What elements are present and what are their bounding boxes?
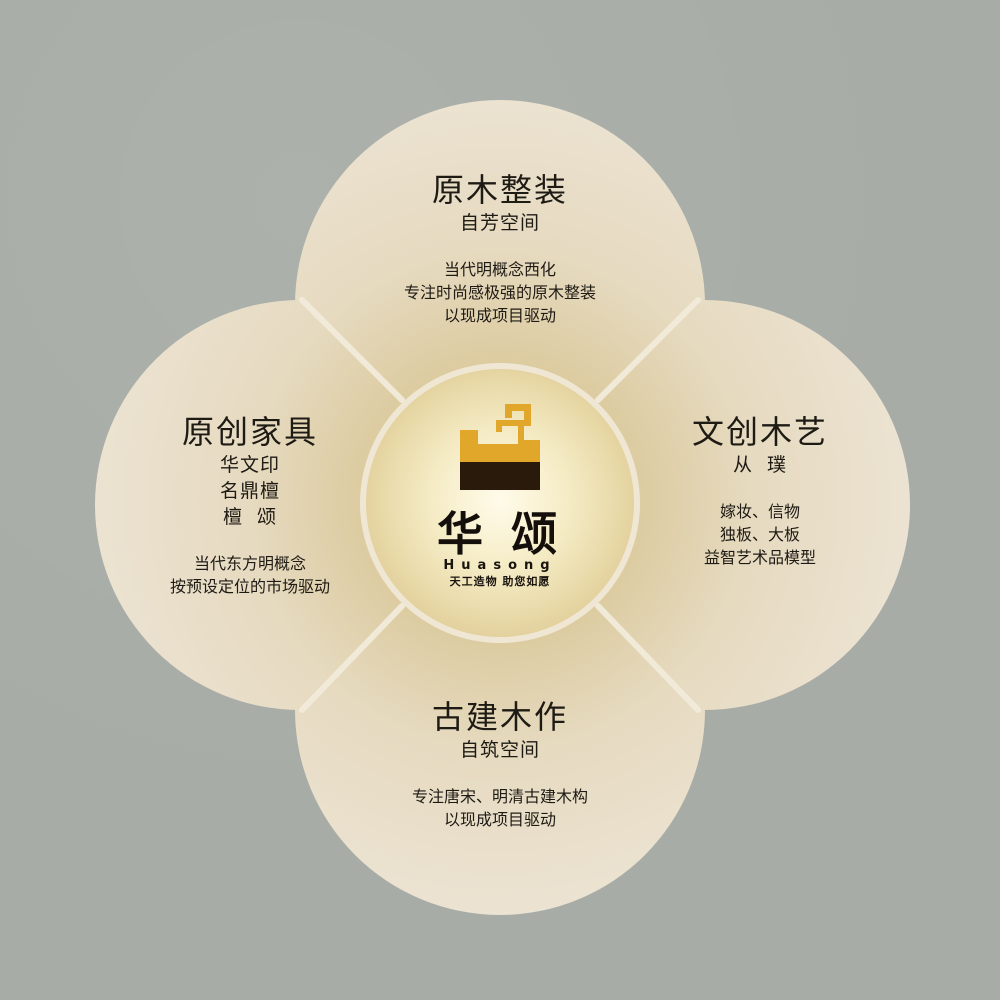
description-line: 专注唐宋、明清古建木构 bbox=[411, 787, 588, 806]
petal-dividers bbox=[299, 297, 701, 713]
petal-top-description: 当代明概念西化 专注时尚感极强的原木整装 以现成项目驱动 bbox=[300, 258, 700, 327]
petal-top-text: 原木整装 自芳空间 当代明概念西化 专注时尚感极强的原木整装 以现成项目驱动 bbox=[300, 170, 700, 327]
description-line: 以现成项目驱动 bbox=[443, 810, 556, 829]
brand-name-cn: 华 颂 bbox=[436, 507, 563, 561]
description-line: 益智艺术品模型 bbox=[703, 548, 816, 567]
description-line: 嫁妆、信物 bbox=[719, 502, 800, 521]
petal-left-text: 原创家具 华文印 名鼎檀 檀 颂 当代东方明概念 按预设定位的市场驱动 bbox=[90, 412, 410, 598]
center-disc bbox=[366, 369, 634, 637]
petal-top-title: 原木整装 bbox=[431, 171, 568, 209]
petal-right-title: 文创木艺 bbox=[691, 413, 828, 451]
brand-tagline: 天工造物 助您如愿 bbox=[449, 575, 551, 588]
description-line: 专注时尚感极强的原木整装 bbox=[403, 283, 596, 302]
petal-bottom-title: 古建木作 bbox=[431, 698, 568, 736]
petal-right-description: 嫁妆、信物 独板、大板 益智艺术品模型 bbox=[610, 500, 910, 569]
petal-left-subtitle: 华文印 名鼎檀 檀 颂 bbox=[90, 452, 410, 530]
subtitle-line: 名鼎檀 bbox=[219, 480, 280, 502]
petal-left-description: 当代东方明概念 按预设定位的市场驱动 bbox=[90, 552, 410, 598]
petal-left-title: 原创家具 bbox=[181, 413, 318, 451]
subtitle-line: 华文印 bbox=[219, 454, 280, 476]
petal-top-subtitle: 自芳空间 bbox=[459, 212, 540, 234]
subtitle-line: 檀 颂 bbox=[222, 506, 278, 528]
brand-name-en: Huasong bbox=[443, 558, 557, 573]
description-line: 当代东方明概念 bbox=[193, 554, 306, 573]
petal-bottom-text: 古建木作 自筑空间 专注唐宋、明清古建木构 以现成项目驱动 bbox=[300, 697, 700, 831]
center-brand: 华 颂 Huasong 天工造物 助您如愿 bbox=[420, 405, 580, 595]
description-line: 当代明概念西化 bbox=[443, 260, 556, 279]
description-line: 以现成项目驱动 bbox=[443, 306, 556, 325]
description-line: 独板、大板 bbox=[719, 525, 800, 544]
huasong-logo-icon bbox=[460, 404, 540, 490]
description-line: 按预设定位的市场驱动 bbox=[169, 577, 330, 596]
petal-bottom-description: 专注唐宋、明清古建木构 以现成项目驱动 bbox=[300, 785, 700, 831]
petal-right-text: 文创木艺 从 璞 嫁妆、信物 独板、大板 益智艺术品模型 bbox=[610, 412, 910, 569]
petal-right-subtitle: 从 璞 bbox=[732, 454, 788, 476]
petal-bottom-subtitle: 自筑空间 bbox=[459, 739, 540, 761]
